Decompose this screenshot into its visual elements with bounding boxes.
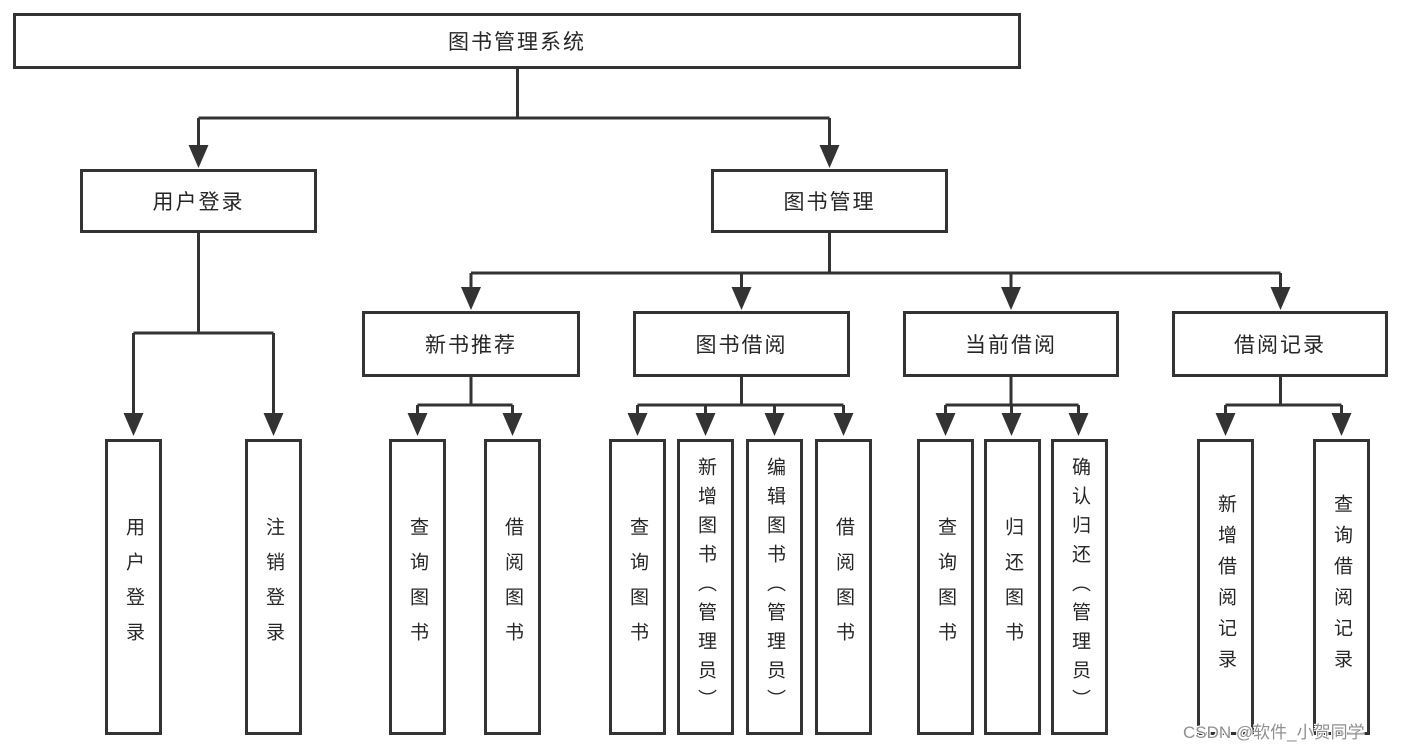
node-book-management-label: 图书管理 (783, 191, 876, 214)
node-current-borrowing-label: 当前借阅 (965, 334, 1057, 357)
node-new-book-recommend: 新书推荐 (362, 311, 580, 377)
leaf-edit-books-admin-label: 编辑图书（管理员） (764, 456, 785, 718)
leaf-add-books-admin: 新增图书（管理员） (677, 439, 734, 735)
node-user-login: 用户登录 (80, 169, 317, 233)
leaf-add-borrow-record: 新增借阅记录 (1197, 439, 1254, 735)
leaf-borrow-books-borrowing: 借阅图书 (815, 439, 872, 735)
leaf-query-books-current: 查询图书 (917, 439, 974, 735)
leaf-confirm-return-admin: 确认归还（管理员） (1051, 439, 1108, 735)
node-borrow-records-label: 借阅记录 (1234, 334, 1326, 357)
node-borrow-records: 借阅记录 (1172, 311, 1388, 377)
leaf-borrow-books-borrowing-label: 借阅图书 (833, 517, 854, 657)
leaf-return-books: 归还图书 (984, 439, 1041, 735)
node-book-borrowing: 图书借阅 (633, 311, 850, 377)
leaf-query-books-borrowing: 查询图书 (609, 439, 666, 735)
node-new-book-recommend-label: 新书推荐 (425, 334, 517, 357)
leaf-borrow-books-recommend: 借阅图书 (484, 439, 541, 735)
leaf-query-borrow-record-label: 查询借阅记录 (1331, 494, 1352, 680)
node-book-management: 图书管理 (711, 169, 948, 233)
node-root-system: 图书管理系统 (13, 13, 1021, 69)
leaf-query-borrow-record: 查询借阅记录 (1313, 439, 1370, 735)
node-current-borrowing: 当前借阅 (903, 311, 1119, 377)
leaf-query-books-borrowing-label: 查询图书 (627, 517, 648, 657)
leaf-edit-books-admin: 编辑图书（管理员） (746, 439, 803, 735)
leaf-borrow-books-recommend-label: 借阅图书 (502, 517, 523, 657)
leaf-query-books-recommend-label: 查询图书 (407, 517, 428, 657)
leaf-confirm-return-admin-label: 确认归还（管理员） (1069, 456, 1090, 718)
leaf-add-books-admin-label: 新增图书（管理员） (695, 456, 716, 718)
leaf-logout-label: 注销登录 (263, 517, 284, 657)
leaf-user-login: 用户登录 (105, 439, 162, 735)
leaf-return-books-label: 归还图书 (1002, 517, 1023, 657)
node-book-borrowing-label: 图书借阅 (695, 334, 788, 357)
leaf-logout: 注销登录 (245, 439, 302, 735)
leaf-query-books-current-label: 查询图书 (935, 517, 956, 657)
leaf-user-login-label: 用户登录 (123, 517, 144, 657)
node-user-login-label: 用户登录 (152, 191, 245, 214)
leaf-add-borrow-record-label: 新增借阅记录 (1215, 494, 1236, 680)
node-root-system-label: 图书管理系统 (448, 31, 586, 54)
csdn-watermark: CSDN @软件_小贺同学 (1183, 723, 1365, 742)
leaf-query-books-recommend: 查询图书 (389, 439, 446, 735)
